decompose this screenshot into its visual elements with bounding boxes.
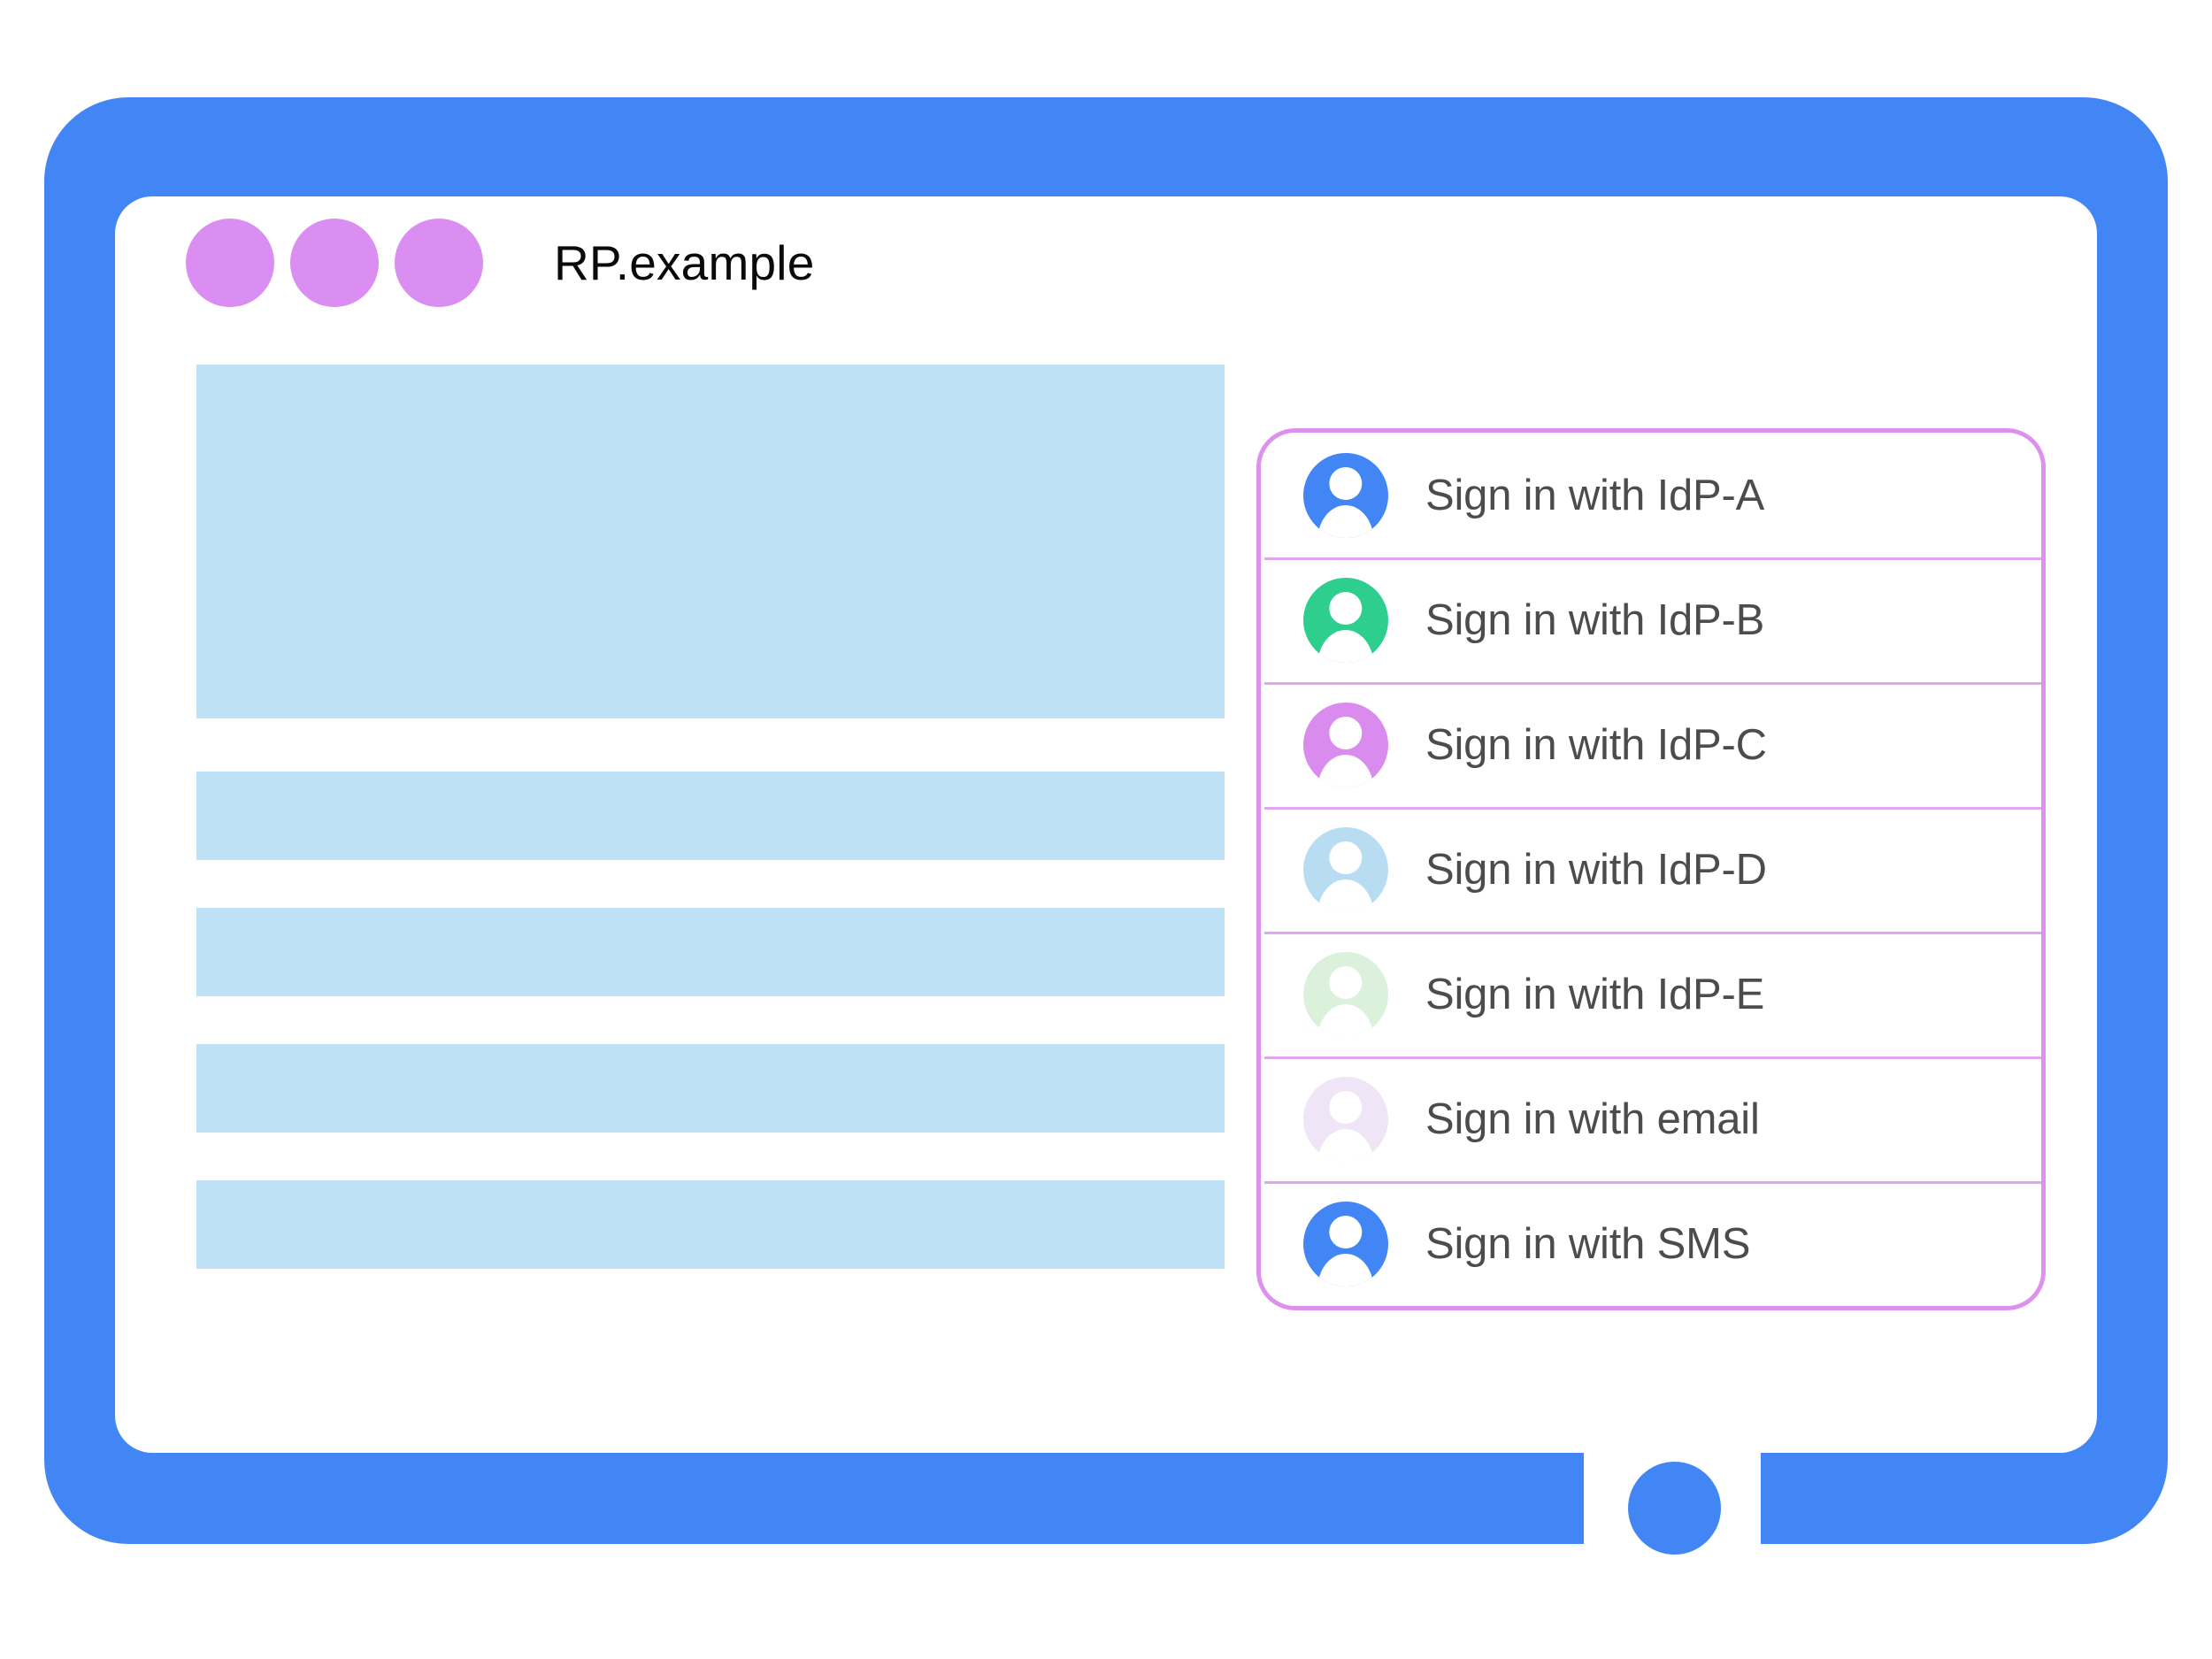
signin-option-label: Sign in with IdP-E (1425, 970, 1765, 1018)
signin-option-label: Sign in with email (1425, 1094, 1760, 1143)
page-title: RP.example (554, 235, 815, 290)
content-placeholder-hero (196, 365, 1225, 718)
person-avatar-icon (1303, 452, 1388, 538)
signin-option-label: Sign in with IdP-D (1425, 845, 1767, 894)
window-dot-1-icon[interactable] (186, 219, 274, 307)
person-avatar-icon (1303, 951, 1388, 1037)
signin-option-label: Sign in with SMS (1425, 1219, 1751, 1268)
content-placeholder-line-2 (196, 908, 1225, 996)
person-avatar-icon (1303, 1201, 1388, 1286)
home-button[interactable] (1628, 1462, 1721, 1555)
signin-option-row[interactable]: Sign in with SMS (1261, 1181, 2041, 1306)
account-chooser-dialog[interactable]: Sign in with IdP-A Sign in with IdP-B Sign… (1256, 428, 2046, 1310)
window-dot-2-icon[interactable] (290, 219, 379, 307)
signin-option-row[interactable]: Sign in with IdP-A (1261, 433, 2041, 557)
signin-option-row[interactable]: Sign in with IdP-B (1261, 557, 2041, 682)
signin-option-row[interactable]: Sign in with IdP-D (1261, 807, 2041, 932)
signin-option-label: Sign in with IdP-A (1425, 471, 1765, 519)
signin-option-label: Sign in with IdP-B (1425, 595, 1765, 644)
person-avatar-icon (1303, 577, 1388, 663)
signin-option-row[interactable]: Sign in with IdP-E (1261, 932, 2041, 1056)
page-content-placeholders (196, 365, 1225, 1269)
content-placeholder-line-4 (196, 1180, 1225, 1269)
title-bar: RP.example (115, 196, 2097, 329)
window-dot-3-icon[interactable] (395, 219, 483, 307)
person-avatar-icon (1303, 702, 1388, 787)
signin-option-row[interactable]: Sign in with email (1261, 1056, 2041, 1181)
content-placeholder-line-3 (196, 1044, 1225, 1133)
signin-option-row[interactable]: Sign in with IdP-C (1261, 682, 2041, 807)
content-placeholder-line-1 (196, 772, 1225, 860)
signin-option-label: Sign in with IdP-C (1425, 720, 1767, 769)
person-avatar-icon (1303, 1076, 1388, 1162)
person-avatar-icon (1303, 826, 1388, 912)
